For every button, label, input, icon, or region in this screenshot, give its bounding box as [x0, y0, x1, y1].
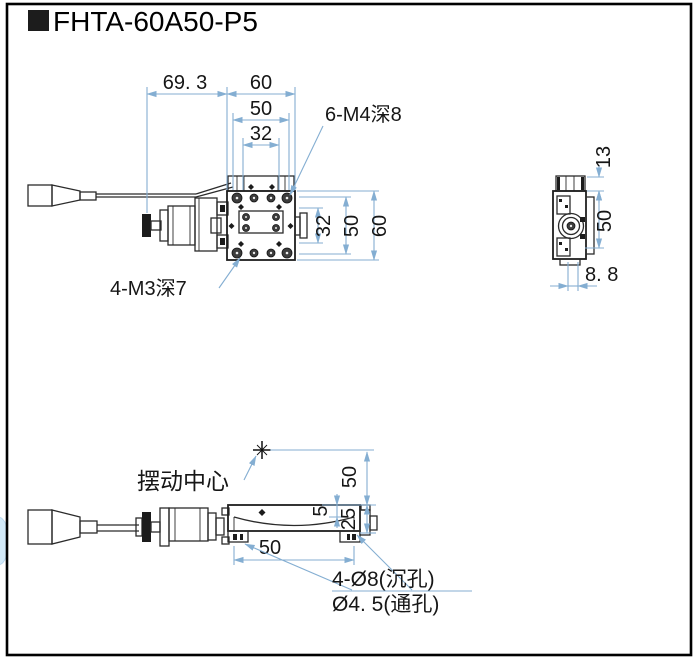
top-view-dimensions: 69. 3 60 50 32 32 50 60 6-M4深8 4-M3深7	[110, 72, 402, 300]
center-slot	[238, 210, 284, 234]
side-view: 13 50 8. 8	[550, 146, 618, 291]
label-swing-center: 摆动中心	[137, 468, 229, 494]
motor-bracket	[194, 197, 218, 252]
label-6-m4: 6-M4深8	[325, 103, 402, 126]
label-4-m3: 4-M3深7	[110, 277, 187, 300]
connector-and-cable	[27, 182, 234, 207]
dim-height-50: 50	[341, 215, 363, 237]
bottom-view-dimensions: 摆动中心 50 5 25 50 4-Ø8(沉孔) Ø4. 5(	[137, 449, 472, 616]
plate-diamond-marks	[228, 184, 294, 247]
plate-holes	[231, 192, 293, 259]
bottom-view: 摆动中心 50 5 25 50 4-Ø8(沉孔) Ø4. 5(	[27, 441, 472, 616]
dim-height-32: 32	[313, 215, 335, 237]
label-counterbore: 4-Ø8(沉孔)	[332, 568, 435, 591]
swing-center-mark	[253, 441, 271, 459]
drawing-border	[5, 2, 693, 657]
dim-width-60: 60	[250, 72, 272, 94]
side-knob	[557, 212, 585, 240]
dim-side-13: 13	[593, 146, 615, 168]
dim-side-8-8: 8. 8	[585, 264, 618, 286]
dim-height-60: 60	[369, 215, 391, 237]
dim-width-50: 50	[250, 98, 272, 120]
dim-bottom-25: 25	[338, 508, 360, 530]
goniometer-arc	[233, 516, 355, 527]
motor-assembly	[142, 197, 229, 252]
stage-plate	[226, 175, 308, 261]
dim-width-32: 32	[250, 123, 272, 145]
drawing-title: FHTA-60A50-P5	[28, 6, 258, 37]
dim-side-50: 50	[594, 210, 616, 232]
bottom-motor-assembly	[142, 507, 230, 547]
bottom-adjust-knob	[142, 512, 151, 542]
title-square-marker	[28, 10, 49, 31]
adjust-knob	[142, 214, 151, 237]
side-view-dimensions: 13 50 8. 8	[550, 146, 618, 291]
left-foot	[227, 530, 249, 543]
title-text: FHTA-60A50-P5	[53, 6, 258, 37]
label-through-hole: Ø4. 5(通孔)	[332, 593, 439, 616]
side-view-body	[552, 175, 595, 266]
dim-bottom-width-50: 50	[259, 537, 281, 559]
side-clamp	[299, 212, 308, 239]
dim-bottom-height-50: 50	[339, 466, 361, 488]
top-view: 69. 3 60 50 32 32 50 60 6-M4深8 4-M3深7	[27, 72, 402, 300]
dim-bottom-5: 5	[310, 505, 332, 516]
dim-overall-69-3: 69. 3	[163, 72, 207, 94]
